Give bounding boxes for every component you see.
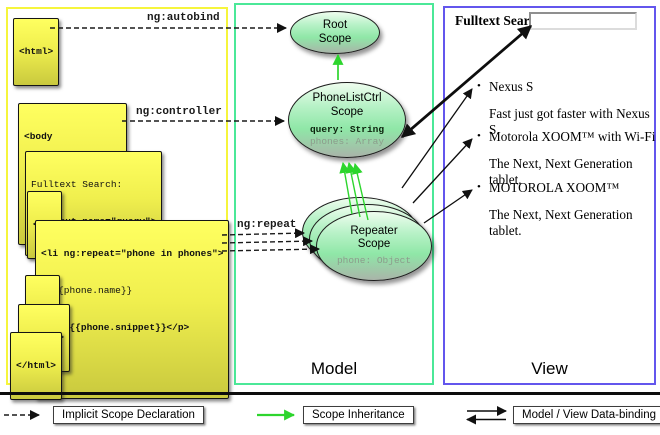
phone-title: • Nexus S (477, 79, 534, 94)
legend-implicit-scope: Implicit Scope Declaration (53, 406, 204, 424)
scope-property: phones: Array (309, 135, 385, 147)
legend-separator-line (0, 392, 660, 395)
bullet-icon: • (477, 181, 481, 193)
legend-model-view-binding: Model / View Data-binding (513, 406, 660, 424)
scope-title: Scope (330, 105, 364, 118)
fulltext-search-input[interactable] (529, 12, 637, 30)
view-column-label: View (531, 359, 568, 378)
code-line: {{phone.name}} (41, 284, 133, 296)
phone-snippet: The Next, Next Generation tablet. (489, 207, 633, 238)
scope-property: query: String (309, 123, 385, 135)
scope-property: phone: Object (336, 255, 412, 267)
code-line: <body (24, 130, 53, 142)
code-line: </html> (16, 359, 56, 371)
phone-snippet: The Next, Next Generation tablet. (489, 156, 633, 187)
model-column: Model (234, 3, 434, 385)
ng-autobind-label: ng:autobind (147, 12, 220, 24)
bullet-icon: • (477, 130, 481, 142)
model-column-label: Model (310, 359, 358, 378)
ng-controller-label: ng:controller (136, 106, 222, 118)
html-close-tag-box: </html> (10, 332, 62, 400)
scope-title: Root (322, 19, 348, 32)
scope-title: Scope (318, 32, 352, 45)
repeater-scope-ellipse-front: Repeater Scope phone: Object (316, 211, 432, 281)
fulltext-search-label: Fulltext Search: (455, 13, 548, 28)
html-open-tag-box: <html> (13, 18, 60, 86)
legend-scope-inheritance: Scope Inheritance (303, 406, 414, 424)
code-line: <p>{{phone.snippet}}</p> (41, 321, 190, 333)
code-line: <html> (19, 45, 54, 57)
scope-title: PhoneListCtrl (312, 92, 382, 105)
phone-title: • MOTOROLA XOOM™ (477, 180, 620, 195)
scope-title: Scope (357, 238, 391, 251)
root-scope-ellipse: Root Scope (290, 11, 380, 54)
ng-repeat-label: ng:repeat (237, 219, 297, 231)
scope-title: Repeater (350, 224, 398, 237)
phone-title: • Motorola XOOM™ with Wi-Fi (477, 129, 656, 144)
code-line: <li ng:repeat="phone in phones"> (41, 247, 224, 259)
phone-list-item: • MOTOROLA XOOM™ The Next, Next Generati… (477, 180, 659, 239)
bullet-icon: • (477, 80, 481, 92)
code-line: Fulltext Search: (31, 178, 123, 190)
phonelistctrl-scope-ellipse: PhoneListCtrl Scope query: String phones… (288, 82, 406, 158)
